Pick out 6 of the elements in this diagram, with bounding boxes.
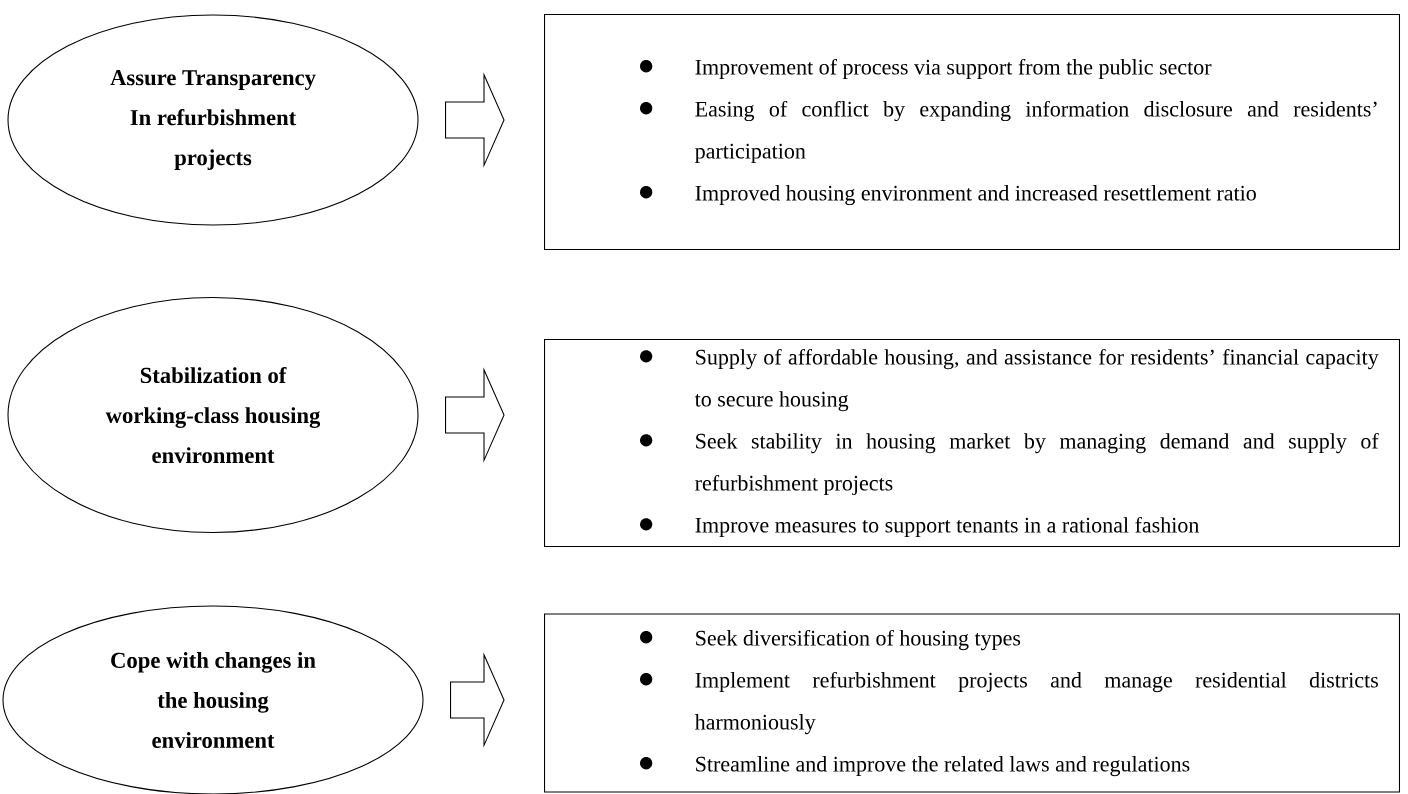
bullet-box: Seek diversification of housing types Implement refurbishment projects and manage residential districts harmoniously Streamline and improve the related laws and regulations (544, 613, 1400, 793)
block-arrow (445, 72, 505, 168)
block-arrow (450, 652, 505, 748)
bullet-box: Improvement of process via support from the public sector Easing of conflict by expanding information disclosure and residents’ participation Improved housing environment and increased resettlement ratio (544, 14, 1400, 250)
block-arrow (445, 367, 505, 463)
bullet-box: Supply of affordable housing, and assistance for residents’ financial capacity to secure housing Seek stability in housing market by managing demand and supply of refurbishment projects Improve measures to support tenants in a rational fashion (544, 339, 1400, 547)
